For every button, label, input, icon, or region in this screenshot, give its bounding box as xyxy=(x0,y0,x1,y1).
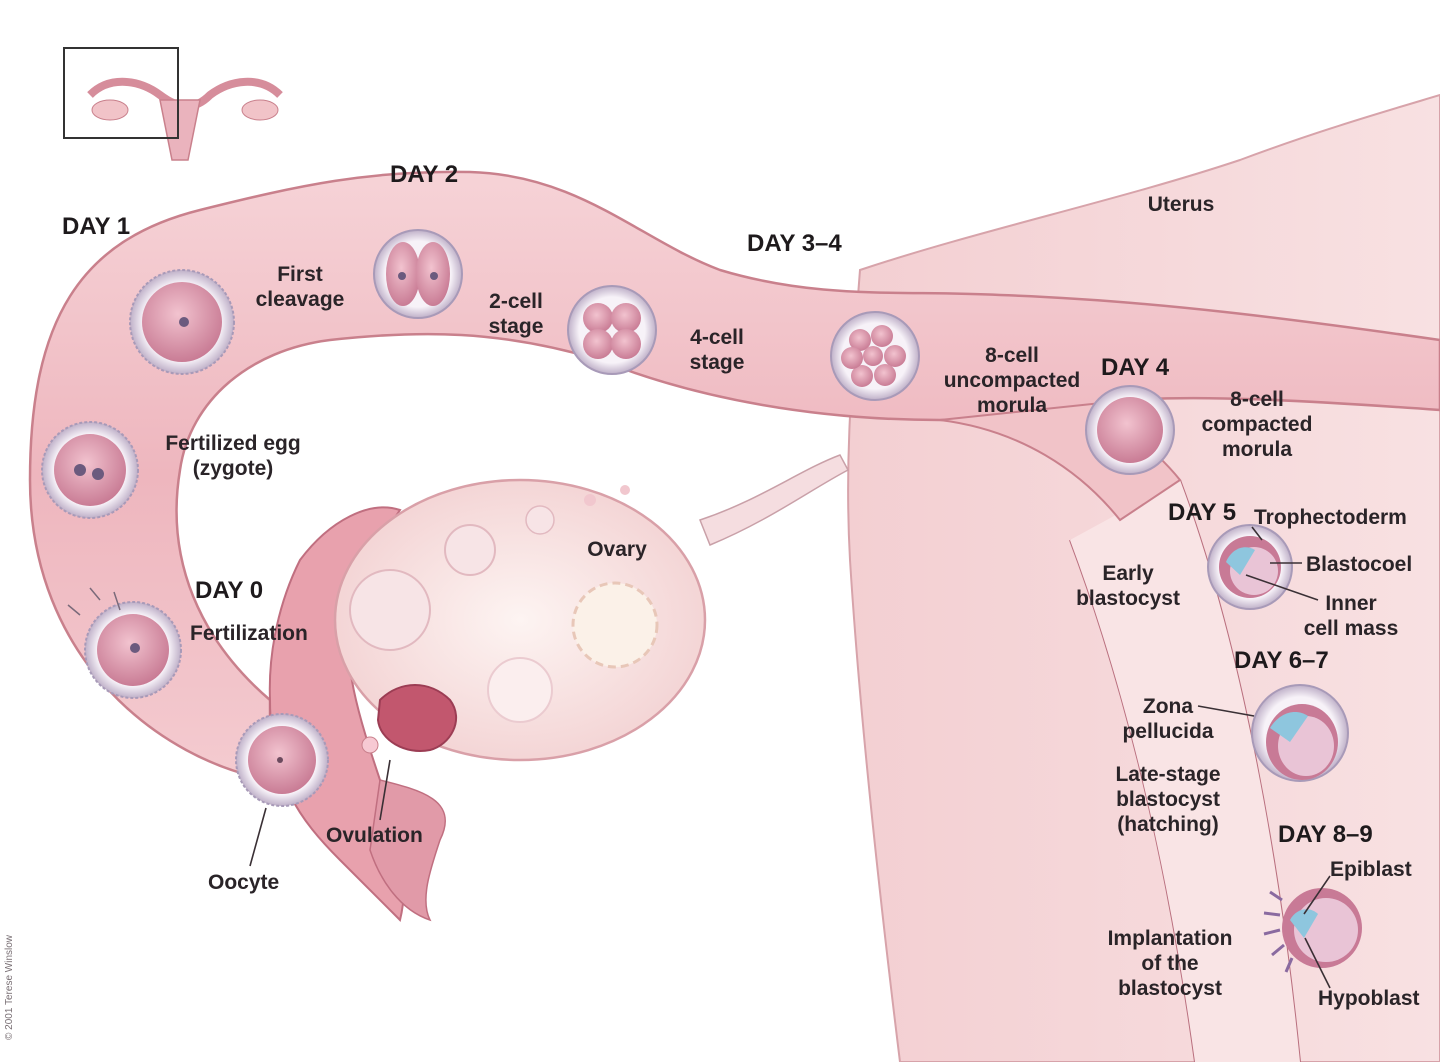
late-blastocyst-line3: (hatching) xyxy=(1117,813,1218,836)
implantation-line2: of the xyxy=(1141,952,1198,975)
ovary-follicle xyxy=(525,505,555,535)
ovarian-ligament xyxy=(699,454,850,546)
implantation-line1: Implantation xyxy=(1108,927,1233,950)
eight-cell-compacted-line1: 8-cell xyxy=(1230,388,1284,411)
leader-inner-cell-mass xyxy=(1245,574,1319,601)
two-cell-label-line2: stage xyxy=(489,315,544,338)
trophectoderm-label: Trophectoderm xyxy=(1254,506,1407,529)
eight-cell-compacted-line3: morula xyxy=(1222,438,1292,461)
eight-cell-uncompacted-line1: 8-cell xyxy=(985,344,1039,367)
day34-label: DAY 3–4 xyxy=(747,230,842,257)
day1-cell xyxy=(129,269,235,375)
ovary-follicle xyxy=(620,485,630,495)
ovary-follicle xyxy=(584,494,596,506)
zona-pellucida-line2: pellucida xyxy=(1122,720,1213,743)
oocyte-label: Oocyte xyxy=(208,871,279,894)
early-blastocyst-line2: blastocyst xyxy=(1076,587,1180,610)
day89-label: DAY 8–9 xyxy=(1278,821,1373,848)
inner-cell-mass-line1: Inner xyxy=(1325,592,1376,615)
uterine-lining xyxy=(1070,480,1300,1062)
early-blastocyst-line1: Early xyxy=(1102,562,1154,585)
fertilized-egg-line1: Fertilized egg xyxy=(165,432,300,455)
blastocoel-label: Blastocoel xyxy=(1306,553,1412,576)
ovary-follicle xyxy=(487,657,553,723)
ovary-label: Ovary xyxy=(587,538,647,561)
hypoblast-label: Hypoblast xyxy=(1318,987,1420,1010)
leader-zona-pellucida xyxy=(1197,705,1255,717)
corpus-albicans xyxy=(571,581,659,669)
implanting-blastocyst xyxy=(1263,888,1362,973)
zona-pellucida-line1: Zona xyxy=(1143,695,1193,718)
released-oocyte xyxy=(361,736,379,754)
leader-oocyte xyxy=(249,807,267,867)
early-blastocyst xyxy=(1207,524,1293,610)
four-cell-label-line2: stage xyxy=(690,351,745,374)
day67-label: DAY 6–7 xyxy=(1234,647,1329,674)
inset-highlight-box xyxy=(63,47,179,139)
four-cell-embryo xyxy=(567,285,657,375)
day5-label: DAY 5 xyxy=(1168,499,1236,526)
fertilization-cell xyxy=(67,587,182,699)
eight-cell-uncompacted-line2: uncompacted xyxy=(944,369,1081,392)
first-cleavage-label-line2: cleavage xyxy=(256,288,345,311)
leader-ovulation xyxy=(379,759,391,821)
inner-cell-mass-line2: cell mass xyxy=(1304,617,1399,640)
late-blastocyst-line1: Late-stage xyxy=(1115,763,1220,786)
leader-trophectoderm xyxy=(1251,526,1263,541)
fertilized-egg-line2: (zygote) xyxy=(193,457,274,480)
epiblast-label: Epiblast xyxy=(1330,858,1412,881)
orientation-inset xyxy=(63,47,283,161)
fertilization-label: Fertilization xyxy=(190,622,308,645)
ovulation-label: Ovulation xyxy=(326,824,423,847)
ovary-follicle xyxy=(444,524,496,576)
ruptured-follicle xyxy=(376,684,457,752)
fallopian-tube xyxy=(28,170,1440,782)
leader-hypoblast xyxy=(1304,937,1331,989)
day4-label: DAY 4 xyxy=(1101,354,1170,381)
eight-cell-uncompacted-morula xyxy=(830,311,920,401)
eight-cell-compacted-line2: compacted xyxy=(1202,413,1313,436)
uterus-label: Uterus xyxy=(1148,193,1215,216)
two-cell-embryo xyxy=(373,229,463,319)
eight-cell-uncompacted-line3: morula xyxy=(977,394,1047,417)
first-cleavage-label-line1: First xyxy=(277,263,323,286)
ovary-follicle xyxy=(349,569,431,651)
late-stage-blastocyst xyxy=(1251,684,1349,782)
day0-label: DAY 0 xyxy=(195,577,263,604)
implantation-line3: blastocyst xyxy=(1118,977,1222,1000)
day2-label: DAY 2 xyxy=(390,161,458,188)
leader-epiblast xyxy=(1303,875,1331,915)
day1-label: DAY 1 xyxy=(62,213,130,240)
eight-cell-compacted-morula xyxy=(1085,385,1175,475)
oocyte-cell xyxy=(235,713,329,807)
copyright-credit: © 2001 Terese Winslow xyxy=(4,934,15,1040)
late-blastocyst-line2: blastocyst xyxy=(1116,788,1220,811)
zygote-cell xyxy=(41,421,139,519)
two-cell-label-line1: 2-cell xyxy=(489,290,543,313)
fimbriae-lower xyxy=(369,779,447,922)
four-cell-label-line1: 4-cell xyxy=(690,326,744,349)
